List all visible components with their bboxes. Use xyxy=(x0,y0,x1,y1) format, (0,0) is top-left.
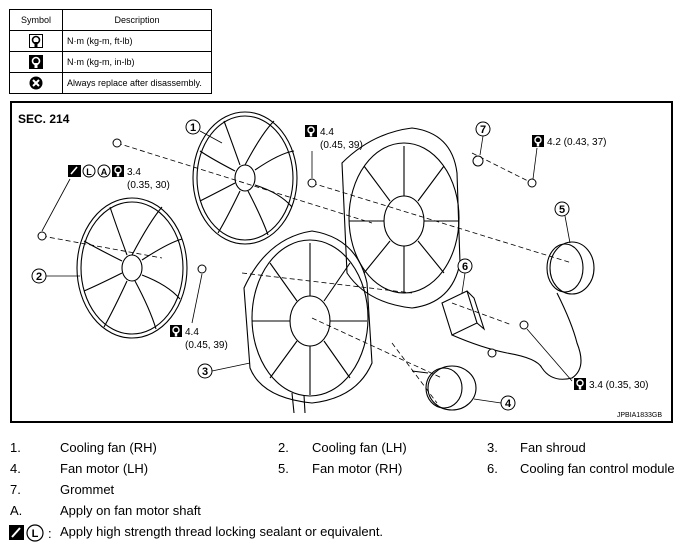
locking-sealant-icon xyxy=(82,164,96,178)
diagram-svg: SEC. 214 xyxy=(18,111,662,419)
torque-top-left-2: (0.35, 30) xyxy=(127,180,170,191)
fan-motor-lh xyxy=(411,365,477,411)
legend-label-2: Cooling fan (LH) xyxy=(312,440,407,455)
legend-label-5: Fan motor (RH) xyxy=(312,461,403,476)
legend-num-1: 1. xyxy=(10,440,21,455)
torque-center-left-2: (0.45, 39) xyxy=(185,340,228,351)
letter-a: A xyxy=(101,167,108,177)
callout-2: 2 xyxy=(36,271,42,283)
legend-num-7: 7. xyxy=(10,482,21,497)
symbol-header: Symbol xyxy=(9,9,63,31)
callout-3: 3 xyxy=(202,366,208,378)
torque-wrench-icon xyxy=(573,377,587,391)
torque-wrench-icon xyxy=(304,124,318,138)
legend-num-4: 4. xyxy=(10,461,21,476)
torque-center-top-1: 4.4 xyxy=(320,127,334,138)
letter-l: L xyxy=(86,167,92,177)
legend-label-7: Grommet xyxy=(60,482,115,497)
symbol-desc-3: Always replace after disassembly. xyxy=(62,72,212,94)
fan-shroud xyxy=(243,230,373,414)
note-letter-l: L xyxy=(32,528,39,540)
symbol-table: Symbol Description N·m (kg-m, ft-lb) N·m… xyxy=(9,9,212,94)
legend-num-3: 3. xyxy=(487,440,498,455)
symbol-desc-1: N·m (kg-m, ft-lb) xyxy=(62,30,212,52)
torque-center-top-2: (0.45, 39) xyxy=(320,140,363,151)
torque-wrench-icon xyxy=(169,324,183,338)
torque-wrench-in-lb-icon xyxy=(29,55,43,69)
fan-shroud-rh xyxy=(341,127,461,309)
cooling-fan-lh xyxy=(76,197,188,339)
note-l-colon: : xyxy=(48,526,52,541)
callout-7: 7 xyxy=(480,124,486,136)
description-header: Description xyxy=(62,9,212,31)
legend-label-6: Cooling fan control module xyxy=(520,461,675,476)
sealant-note-icon: L : xyxy=(9,524,52,542)
callout-4: 4 xyxy=(505,398,512,410)
torque-bottom-right: 3.4 (0.35, 30) xyxy=(589,380,648,391)
legend-num-6: 6. xyxy=(487,461,498,476)
symbol-desc-2: N·m (kg-m, in-lb) xyxy=(62,51,212,73)
cooling-fan-rh xyxy=(192,111,298,245)
legend-label-4: Fan motor (LH) xyxy=(60,461,149,476)
torque-center-left-1: 4.4 xyxy=(185,327,199,338)
legend-num-2: 2. xyxy=(278,440,289,455)
torque-top-right: 4.2 (0.43, 37) xyxy=(547,137,606,148)
legend-label-3: Fan shroud xyxy=(520,440,586,455)
torque-top-left-1: 3.4 xyxy=(127,167,141,178)
diagram-code: JPBIA1833GB xyxy=(617,412,662,419)
torque-labels: L A 3.4 (0.35, 30) 4.4 (0.45, 39) 4.2 (0… xyxy=(41,124,662,419)
section-label: SEC. 214 xyxy=(18,112,70,126)
legend-label-1: Cooling fan (RH) xyxy=(60,440,157,455)
note-a-key: A. xyxy=(10,503,23,518)
callout-6: 6 xyxy=(462,261,468,273)
cooling-fan-control-module xyxy=(441,290,543,369)
torque-wrench-icon xyxy=(111,164,125,178)
callout-5: 5 xyxy=(559,204,565,216)
torque-wrench-icon xyxy=(531,134,545,148)
fan-motor-rh xyxy=(541,241,595,380)
callout-1: 1 xyxy=(190,122,196,134)
bolts xyxy=(37,138,537,358)
torque-wrench-ft-lb-icon xyxy=(29,34,43,48)
note-l-icons: L : xyxy=(8,522,58,549)
callouts: 1 2 3 4 5 6 7 xyxy=(31,119,571,411)
note-l-text: Apply high strength thread locking seala… xyxy=(60,524,384,539)
always-replace-icon xyxy=(29,76,43,90)
legend-num-5: 5. xyxy=(278,461,289,476)
note-a-text: Apply on fan motor shaft xyxy=(60,503,201,518)
motor-shaft-icon xyxy=(97,164,111,178)
exploded-diagram: SEC. 214 xyxy=(10,101,673,423)
